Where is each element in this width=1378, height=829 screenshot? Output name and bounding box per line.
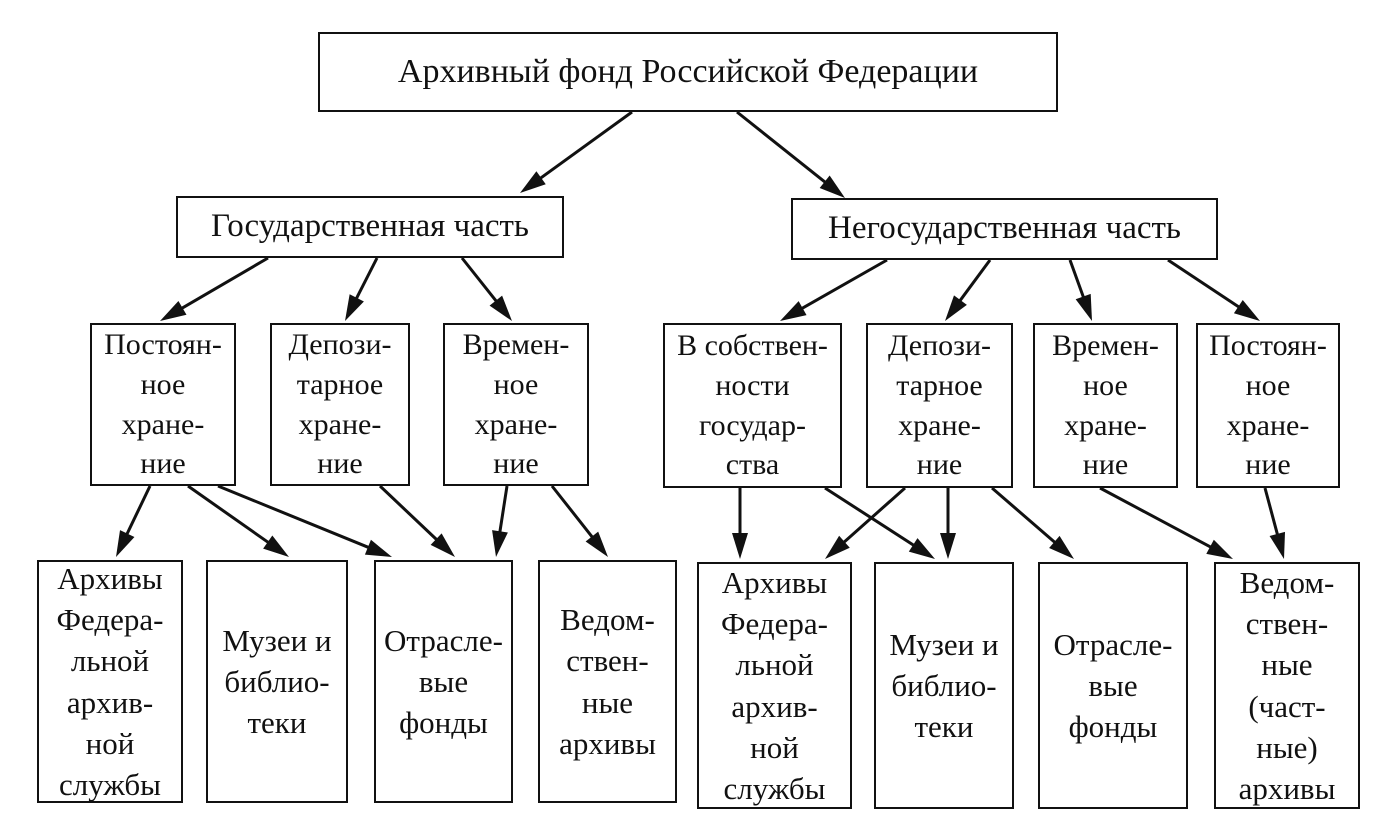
connector-line-8 <box>1167 258 1241 309</box>
arrowhead-20 <box>1206 539 1233 559</box>
arrowhead-10 <box>263 535 289 557</box>
arrowhead-9 <box>116 530 135 557</box>
connector-line-17 <box>841 486 906 545</box>
nonstate-museums-libraries-label: Музеи и библио- теки <box>889 626 999 745</box>
archive-fund-title: Архивный фонд Российской Федерации <box>397 53 979 91</box>
arrowhead-13 <box>492 530 508 557</box>
arrowhead-5 <box>780 301 807 321</box>
box-state-permanent-storage: Постоян- ное хране- ние <box>90 323 236 486</box>
arrowhead-19 <box>1049 535 1074 559</box>
connector-line-14 <box>550 485 595 540</box>
connector-line-11 <box>217 484 371 550</box>
box-nonstate-departmental-archives: Ведом- ствен- ные (част- ные) архивы <box>1214 562 1360 809</box>
arrowhead-2 <box>160 300 187 321</box>
connector-line-3 <box>354 257 379 301</box>
state-sectoral-funds-label: Отрасле- вые фонды <box>384 622 503 741</box>
nonstate-deposit-storage-label: Депози- тарное хране- ние <box>887 328 992 482</box>
arrowhead-14 <box>585 531 608 557</box>
state-museums-libraries-label: Музеи и библио- теки <box>222 622 332 741</box>
arrowhead-3 <box>345 294 364 321</box>
box-nonstate-state-owned: В собствен- ности государ- ства <box>663 323 842 488</box>
connector-line-6 <box>958 259 992 303</box>
nonstate-departmental-archives-label: Ведом- ствен- ные (част- ные) архивы <box>1238 564 1336 806</box>
box-state-sectoral-funds: Отрасле- вые фонды <box>374 560 513 803</box>
connector-line-12 <box>378 484 439 542</box>
connector-line-9 <box>125 485 152 537</box>
arrowhead-12 <box>430 533 455 557</box>
arrowhead-16 <box>908 538 935 559</box>
state-deposit-storage-label: Депози- тарное хране- ние <box>288 327 392 481</box>
state-permanent-storage-label: Постоян- ное хране- ние <box>104 327 222 481</box>
nonstate-sectoral-funds-label: Отрасле- вые фонды <box>1053 626 1173 745</box>
state-part-label: Государственная часть <box>211 208 529 245</box>
arrowhead-6 <box>945 295 967 321</box>
arrowhead-17 <box>825 535 850 559</box>
connector-line-0 <box>538 110 633 181</box>
box-state-deposit-storage: Депози- тарное хране- ние <box>270 323 410 486</box>
state-federal-archives-label: Архивы Федера- льной архив- ной службы <box>56 560 164 802</box>
nonstate-federal-archives-label: Архивы Федера- льной архив- ной службы <box>721 564 828 806</box>
arrowhead-8 <box>1233 299 1260 321</box>
box-nonstate-museums-libraries: Музеи и библио- теки <box>874 562 1014 809</box>
arrowhead-0 <box>520 171 546 193</box>
connector-line-10 <box>187 484 271 545</box>
arrowhead-21 <box>1269 531 1286 559</box>
box-state-part: Государственная часть <box>176 196 564 258</box>
arrowhead-1 <box>819 175 845 198</box>
nonstate-part-label: Негосударственная часть <box>828 210 1181 247</box>
box-state-departmental-archives: Ведом- ствен- ные архивы <box>538 560 677 803</box>
box-nonstate-federal-archives: Архивы Федера- льной архив- ной службы <box>697 562 852 809</box>
connector-line-13 <box>498 485 509 534</box>
box-archive-fund: Архивный фонд Российской Федерации <box>318 32 1058 112</box>
connector-line-7 <box>1068 259 1086 299</box>
connector-line-5 <box>800 258 888 311</box>
state-departmental-archives-label: Ведом- ствен- ные архивы <box>559 602 656 761</box>
connector-line-4 <box>460 257 499 304</box>
arrowhead-4 <box>489 295 512 321</box>
connector-line-16 <box>824 486 916 548</box>
connector-line-1 <box>736 110 828 185</box>
connector-line-20 <box>1099 486 1213 550</box>
box-nonstate-temporary-storage: Времен- ное хране- ние <box>1033 323 1178 488</box>
arrowhead-15 <box>732 533 748 559</box>
box-state-temporary-storage: Времен- ное хране- ние <box>443 323 589 486</box>
box-nonstate-sectoral-funds: Отрасле- вые фонды <box>1038 562 1188 809</box>
nonstate-permanent-storage-label: Постоян- ное хране- ние <box>1209 328 1327 482</box>
connector-line-2 <box>179 256 269 311</box>
box-state-museums-libraries: Музеи и библио- теки <box>206 560 348 803</box>
nonstate-state-owned-label: В собствен- ности государ- ства <box>677 328 828 482</box>
arrowhead-7 <box>1075 293 1092 321</box>
arrowhead-18 <box>940 533 956 559</box>
box-nonstate-deposit-storage: Депози- тарное хране- ние <box>866 323 1013 488</box>
state-temporary-storage-label: Времен- ное хране- ние <box>462 327 570 481</box>
nonstate-temporary-storage-label: Времен- ное хране- ние <box>1052 328 1159 482</box>
arrowhead-11 <box>364 539 392 557</box>
box-nonstate-part: Негосударственная часть <box>791 198 1218 260</box>
connector-line-21 <box>1263 487 1280 537</box>
box-state-federal-archives: Архивы Федера- льной архив- ной службы <box>37 560 183 803</box>
box-nonstate-permanent-storage: Постоян- ное хране- ние <box>1196 323 1340 488</box>
connector-line-19 <box>991 486 1057 545</box>
